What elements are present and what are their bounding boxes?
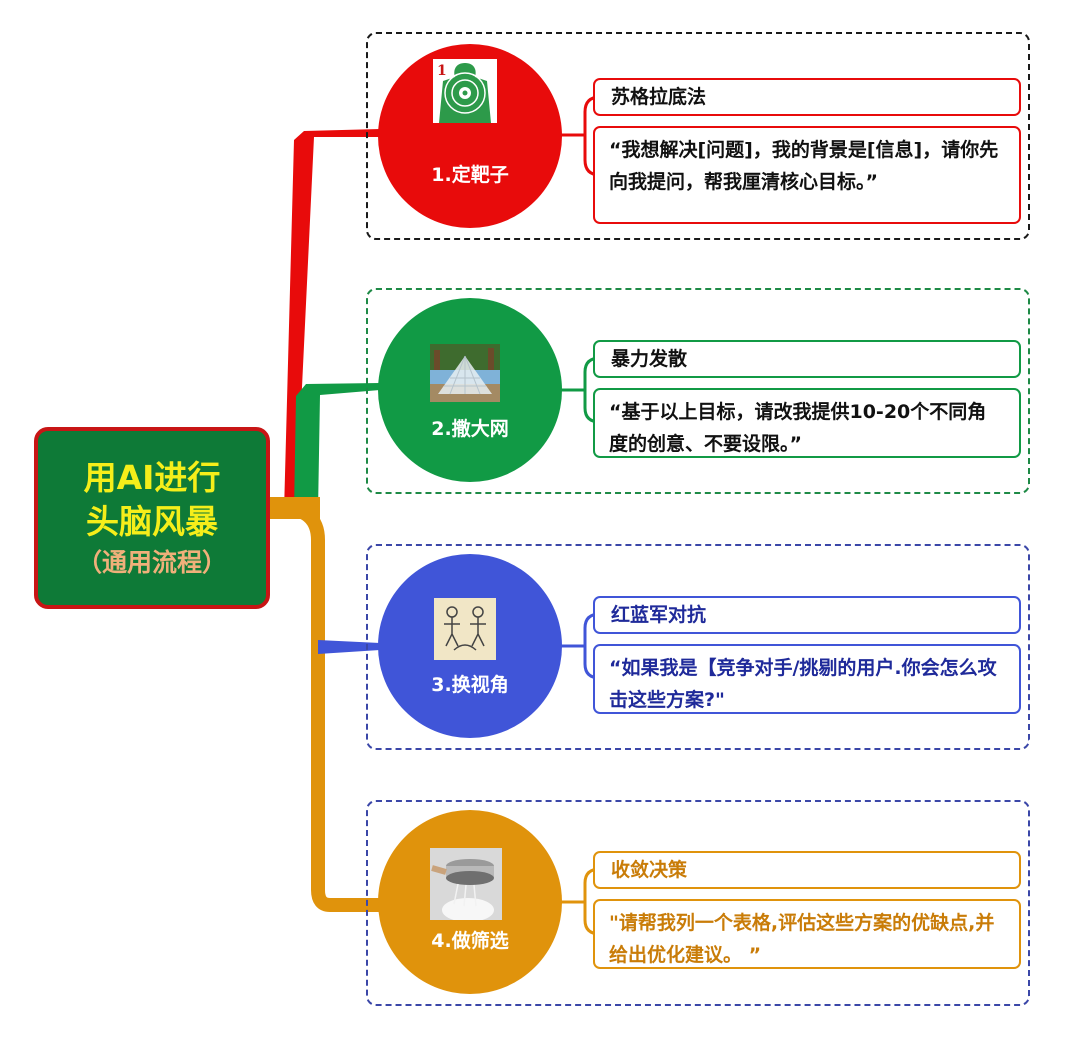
step1-label: 1.定靶子	[431, 164, 509, 186]
svg-text:1: 1	[437, 63, 447, 79]
central-topic-subtitle: （通用流程）	[76, 548, 227, 577]
step3-frame	[366, 544, 1030, 750]
step3-prompt: “如果我是【竞争对手/挑剔的用户.你会怎么攻击这些方案?"	[609, 657, 997, 711]
step2-title-box: 暴力发散	[593, 340, 1021, 378]
step4-title-box: 收敛决策	[593, 851, 1021, 889]
fishing-net-icon	[430, 344, 500, 402]
step2-label: 2.撒大网	[431, 418, 509, 440]
central-topic-line2: 头脑风暴	[86, 502, 218, 541]
sieve-icon	[430, 848, 502, 920]
step3-node: 3.换视角	[378, 554, 562, 738]
step1-prompt-box: “我想解决[问题]，我的背景是[信息]，请你先向我提问，帮我厘清核心目标。”	[593, 126, 1021, 224]
step2-prompt: “基于以上目标，请改我提供10-20个不同角度的创意、不要设限。”	[609, 401, 987, 455]
step1-frame	[366, 32, 1030, 240]
central-topic-line1: 用AI进行	[83, 458, 221, 497]
step1-title-box: 苏格拉底法	[593, 78, 1021, 116]
step2-node: 2.撒大网	[378, 298, 562, 482]
step4-node: 4.做筛选	[378, 810, 562, 994]
central-topic: 用AI进行 头脑风暴 （通用流程）	[34, 427, 270, 609]
step3-prompt-box: “如果我是【竞争对手/挑剔的用户.你会怎么攻击这些方案?"	[593, 644, 1021, 714]
step4-prompt: "请帮我列一个表格,评估这些方案的优缺点,并给出优化建议。 ”	[609, 912, 995, 966]
step4-frame	[366, 800, 1030, 1006]
step2-frame	[366, 288, 1030, 494]
step1-node: 1 1.定靶子	[378, 44, 562, 228]
step4-label: 4.做筛选	[431, 930, 509, 952]
two-figures-icon	[434, 598, 496, 660]
step3-title: 红蓝军对抗	[611, 604, 707, 626]
step2-prompt-box: “基于以上目标，请改我提供10-20个不同角度的创意、不要设限。”	[593, 388, 1021, 458]
target-icon: 1	[433, 59, 497, 123]
step4-title: 收敛决策	[611, 859, 688, 881]
step3-title-box: 红蓝军对抗	[593, 596, 1021, 634]
step1-prompt: “我想解决[问题]，我的背景是[信息]，请你先向我提问，帮我厘清核心目标。”	[609, 139, 999, 193]
step4-prompt-box: "请帮我列一个表格,评估这些方案的优缺点,并给出优化建议。 ”	[593, 899, 1021, 969]
step1-title: 苏格拉底法	[611, 86, 707, 108]
step2-title: 暴力发散	[611, 348, 688, 370]
step3-label: 3.换视角	[431, 674, 509, 696]
